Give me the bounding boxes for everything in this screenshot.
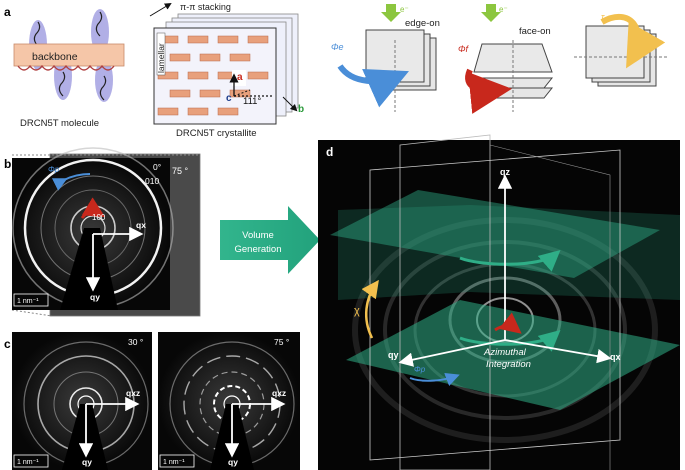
peak-100-label: 100 (92, 213, 106, 222)
face-on-label: face-on (519, 26, 551, 37)
lower-integration-plane (346, 300, 680, 410)
axis-a-label: a (237, 72, 243, 83)
axis-b-label: b (298, 104, 304, 115)
stacking-arrow (149, 2, 172, 17)
tau-label: τ (601, 12, 605, 22)
phi-f-arrow (465, 68, 512, 114)
angle-label: 111° (243, 96, 261, 107)
angle-75-label: 75 ° (274, 337, 289, 347)
crystallite-diagram: lamellar π-π stacking a c 111° b DRCN5T … (149, 2, 304, 139)
tau-diagram: τ (574, 12, 668, 87)
qxz-label-right: qxz (272, 388, 286, 398)
backbone-label: backbone (32, 51, 78, 63)
qx-label-b: qx (136, 220, 146, 230)
qy-label-b: qy (90, 292, 100, 302)
face-on-beam-label: e⁻ (499, 5, 508, 14)
phi-f-label: Φf (458, 44, 470, 54)
edge-on-beam-icon (381, 4, 401, 22)
angle-back-label: 75 ° (172, 166, 189, 176)
edge-on-diagram: e⁻ edge-on Φe (331, 4, 440, 112)
qy-label-left: qy (82, 457, 92, 467)
panel-a: a backbone DRCN5T molecule (4, 2, 668, 139)
panel-c: c qxz qy 30 ° 1 nm⁻¹ qxz qy 75 ° (4, 332, 300, 470)
axis-c-label: c (226, 93, 232, 104)
chi-label: χ (354, 305, 360, 317)
angle-30-label: 30 ° (128, 337, 143, 347)
integration-label-line1: Azimuthal (483, 347, 527, 358)
panel-b-letter: b (4, 157, 11, 171)
face-on-beam-icon (481, 4, 501, 22)
phi-p-label-b: Φp (48, 165, 60, 174)
scale-bar-b (13, 293, 49, 307)
beamstop-b (60, 228, 118, 310)
face-on-diagram: e⁻ face-on Φf (458, 4, 554, 114)
edge-on-label: edge-on (405, 18, 440, 29)
integration-label-line2: Integration (486, 359, 531, 370)
volume-generation-arrow: Volume Generation (220, 206, 320, 274)
molecule-diagram: backbone DRCN5T molecule (13, 9, 125, 129)
scale-bar-label-c2: 1 nm⁻¹ (163, 459, 185, 466)
volume-render-background (318, 140, 680, 470)
scale-bar-label-b: 1 nm⁻¹ (17, 298, 39, 305)
panel-b: b 75 ° 100 010 Φp 0° qx qy 1 nm⁻¹ (4, 147, 201, 317)
volume-label: Volume (242, 230, 274, 241)
lamellar-label: lamellar (156, 43, 166, 73)
panel-d: d qz qx qy χ Φp Azimuthal Integration (318, 134, 680, 470)
angle-front-label: 0° (153, 162, 161, 172)
upper-integration-plane (330, 190, 660, 278)
phi-e-label: Φe (331, 42, 344, 52)
peak-010-label: 010 (145, 176, 159, 186)
phi-p-label-d: Φp (414, 365, 426, 374)
panel-a-letter: a (4, 5, 11, 19)
crystallite-caption: DRCN5T crystallite (176, 128, 257, 139)
backbone-bar (13, 43, 125, 67)
phi-e-arrow (337, 64, 409, 108)
panel-d-letter: d (326, 145, 333, 159)
qx-label-d: qx (610, 352, 621, 362)
qz-label: qz (500, 167, 510, 177)
scale-bar-label-c: 1 nm⁻¹ (17, 459, 39, 466)
qy-label-d: qy (388, 350, 399, 360)
stacking-label: π-π stacking (180, 2, 231, 12)
qy-label-right: qy (228, 457, 238, 467)
tau-arrow (600, 13, 666, 69)
qxz-label-left: qxz (126, 388, 140, 398)
edge-on-beam-label: e⁻ (400, 5, 409, 14)
generation-label: Generation (234, 244, 281, 255)
panel-c-letter: c (4, 337, 11, 351)
molecule-caption: DRCN5T molecule (20, 118, 99, 129)
